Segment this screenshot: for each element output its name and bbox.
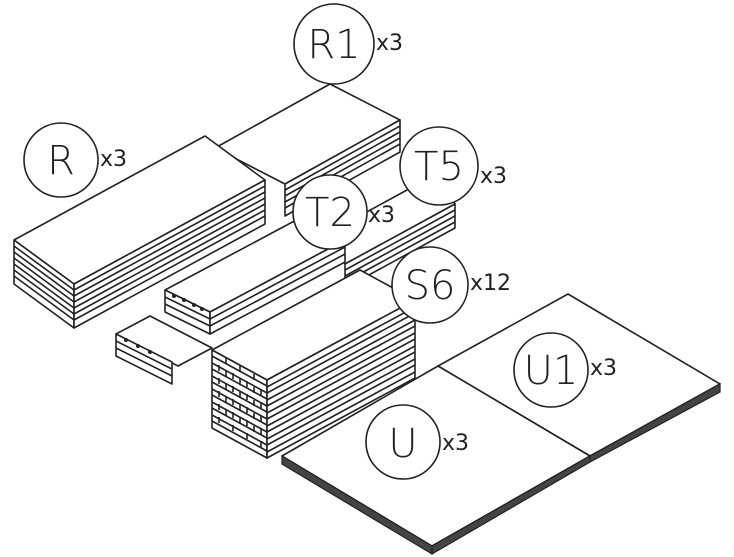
plank-stack-t2 xyxy=(164,217,346,335)
svg-text:x3: x3 xyxy=(376,31,403,56)
plank-stack-small xyxy=(115,315,213,385)
svg-text:x3: x3 xyxy=(480,164,507,189)
svg-text:U1: U1 xyxy=(524,348,579,394)
slat-stack-s6 xyxy=(211,269,416,459)
svg-text:x3: x3 xyxy=(590,356,617,381)
svg-text:T5: T5 xyxy=(414,144,464,190)
svg-text:T2: T2 xyxy=(305,190,355,236)
svg-text:U: U xyxy=(388,421,417,467)
svg-text:S6: S6 xyxy=(405,263,456,309)
svg-text:R: R xyxy=(47,138,75,184)
dowel-holes xyxy=(172,294,204,311)
label-r: R x3 xyxy=(23,122,127,198)
svg-text:x3: x3 xyxy=(368,203,395,228)
label-u1: U1 x3 xyxy=(513,332,617,408)
label-s6: S6 x12 xyxy=(391,246,511,324)
svg-text:x12: x12 xyxy=(470,271,511,296)
label-r1: R1 x3 xyxy=(293,3,403,85)
board-stack-r xyxy=(13,135,266,329)
slat-ends xyxy=(211,355,268,452)
svg-text:x3: x3 xyxy=(100,147,127,172)
label-t5: T5 x3 xyxy=(399,126,507,206)
label-t2: T2 x3 xyxy=(292,174,395,250)
svg-text:R1: R1 xyxy=(307,22,360,68)
label-u: U x3 xyxy=(365,404,469,480)
svg-text:x3: x3 xyxy=(442,431,469,456)
